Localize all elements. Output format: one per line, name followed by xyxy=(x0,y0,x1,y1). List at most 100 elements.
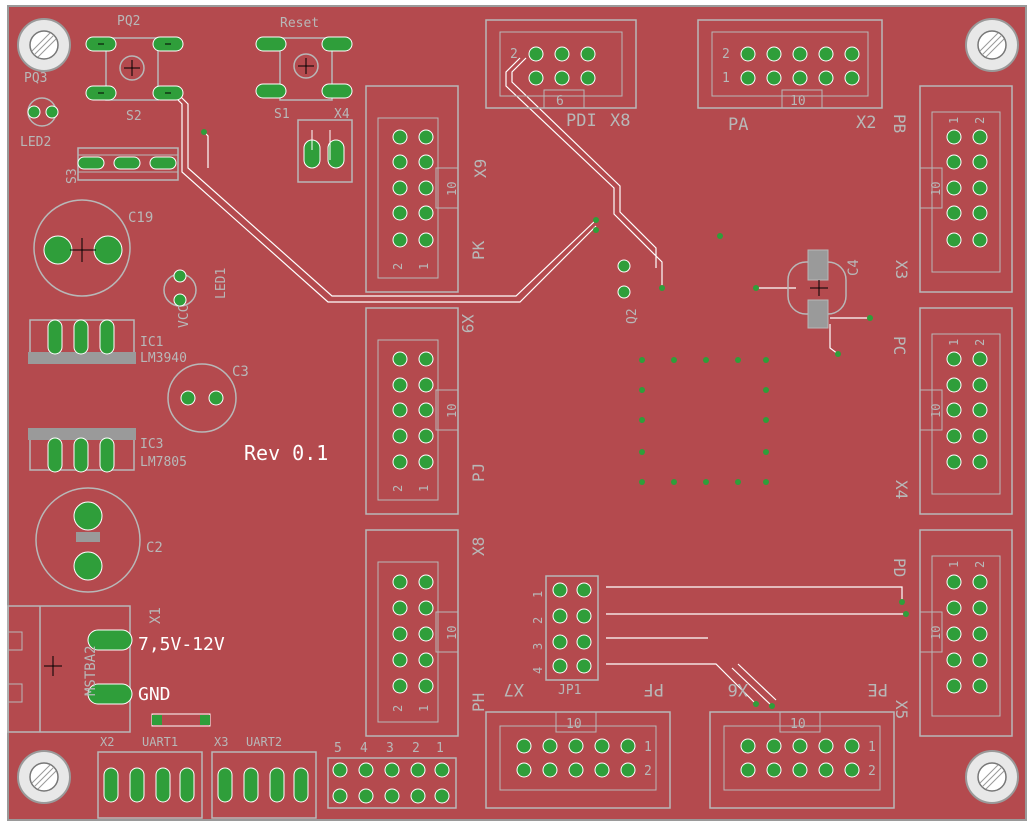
label-pe-1: 1 xyxy=(868,740,876,755)
mounting-hole-top-right xyxy=(965,18,1019,72)
label-uart2: UART2 xyxy=(246,735,282,749)
label-pc-10: 10 xyxy=(929,404,943,418)
label-ph: PH xyxy=(469,693,488,712)
label-pk-1: 1 xyxy=(417,263,431,270)
label-pj: PJ xyxy=(469,463,488,482)
label-pc-1: 1 xyxy=(947,339,961,346)
label-jp1-3: 3 xyxy=(531,643,545,650)
label-led1: LED1 xyxy=(214,268,229,299)
label-pd-10: 10 xyxy=(929,626,943,640)
label-s3: S3 xyxy=(65,168,80,184)
capacitor-c3 xyxy=(167,363,237,433)
crystal-q2 xyxy=(617,259,665,299)
label-pin5-bottom: 5 xyxy=(334,741,342,756)
capacitor-c19 xyxy=(33,199,131,297)
pushbutton-reset xyxy=(255,36,353,101)
label-pa-2: 2 xyxy=(722,47,730,62)
label-x3: X3 xyxy=(892,260,911,279)
mounting-hole-top-left xyxy=(17,18,71,72)
regulator-ic3 xyxy=(28,428,136,473)
label-pb-1: 1 xyxy=(947,117,961,124)
label-pe: PE xyxy=(868,679,888,699)
label-x9: X9 xyxy=(471,159,490,178)
label-pb-2: 2 xyxy=(973,117,987,124)
led1 xyxy=(163,269,197,307)
label-lm7805: LM7805 xyxy=(140,455,187,470)
label-pb-10: 10 xyxy=(929,182,943,196)
capacitor-c2 xyxy=(35,487,141,593)
label-pk-10: 10 xyxy=(445,182,459,196)
label-pk: PK xyxy=(469,240,488,260)
capacitor-c4 xyxy=(787,249,847,329)
header-pj-x9 xyxy=(365,307,459,515)
label-pd: PD xyxy=(890,558,909,577)
label-pin3-bottom: 3 xyxy=(386,741,394,756)
jumper-x4 xyxy=(297,119,353,183)
label-pc: PC xyxy=(890,336,909,355)
label-uart1: UART1 xyxy=(142,735,178,749)
label-pa-1: 1 xyxy=(722,71,730,86)
label-x7: X7 xyxy=(504,679,524,699)
label-x4-jumper: X4 xyxy=(334,107,350,122)
label-s2: S2 xyxy=(126,109,142,124)
bottom-header-2x5 xyxy=(327,757,457,809)
board-substrate xyxy=(7,5,1027,821)
label-x8b: X8 xyxy=(469,537,488,556)
label-pk-2: 2 xyxy=(391,263,405,270)
label-pb: PB xyxy=(890,114,909,133)
label-pq3: PQ3 xyxy=(24,71,47,86)
label-mstba2: MSTBA2 xyxy=(83,645,99,696)
header-pf-x7 xyxy=(485,711,671,809)
label-q2: Q2 xyxy=(625,308,640,324)
label-jp1-4: 4 xyxy=(531,667,545,674)
label-led2: LED2 xyxy=(20,135,51,150)
mounting-hole-bottom-right xyxy=(965,750,1019,804)
label-c3: C3 xyxy=(232,364,249,380)
label-pf-2: 2 xyxy=(644,764,652,779)
header-pd-x5 xyxy=(919,529,1013,737)
label-pc-2: 2 xyxy=(973,339,987,346)
label-pq2: PQ2 xyxy=(117,14,140,29)
label-ic1: IC1 xyxy=(140,335,163,350)
label-pa: PA xyxy=(728,115,748,135)
label-jp1-1: 1 xyxy=(531,591,545,598)
pushbutton-pq2 xyxy=(85,36,184,101)
header-pk-x9 xyxy=(365,85,459,293)
label-pdi-6: 6 xyxy=(556,94,564,109)
label-x1: X1 xyxy=(148,607,164,624)
label-pf-10: 10 xyxy=(566,717,582,732)
label-x2-top: X2 xyxy=(856,113,876,133)
label-jp1-2: 2 xyxy=(531,617,545,624)
copper-traces xyxy=(169,57,906,707)
mounting-hole-bottom-left xyxy=(17,750,71,804)
header-pb-x3 xyxy=(919,85,1013,293)
label-pd-2: 2 xyxy=(973,561,987,568)
label-x8-top: X8 xyxy=(610,111,630,131)
small-resistor xyxy=(151,713,211,727)
label-c2: C2 xyxy=(146,540,163,556)
header-pdi-x8 xyxy=(485,19,637,109)
label-pdi: PDI xyxy=(566,111,597,131)
label-pe-10: 10 xyxy=(790,717,806,732)
header-pa-x2 xyxy=(697,19,883,109)
label-vcc: VCC xyxy=(177,305,192,328)
label-jp1: JP1 xyxy=(558,683,581,698)
label-x9b: X9 xyxy=(458,314,477,333)
label-pin4-bottom: 4 xyxy=(360,741,368,756)
label-ph-2: 2 xyxy=(391,705,405,712)
slide-switch-s3 xyxy=(77,147,179,181)
label-reset: Reset xyxy=(280,16,319,31)
label-pd-1: 1 xyxy=(947,561,961,568)
label-rev: Rev 0.1 xyxy=(244,441,328,465)
label-x4-right: X4 xyxy=(892,480,911,499)
label-c4: C4 xyxy=(846,259,862,276)
header-pc-x4 xyxy=(919,307,1013,515)
label-pin2-bottom: 2 xyxy=(412,741,420,756)
label-s1: S1 xyxy=(274,107,290,122)
jumper-jp1 xyxy=(545,575,599,681)
header-pe-x6 xyxy=(709,711,895,809)
uart1-header xyxy=(97,751,203,819)
label-pf-1: 1 xyxy=(644,740,652,755)
label-pdi-2: 2 xyxy=(510,47,518,62)
